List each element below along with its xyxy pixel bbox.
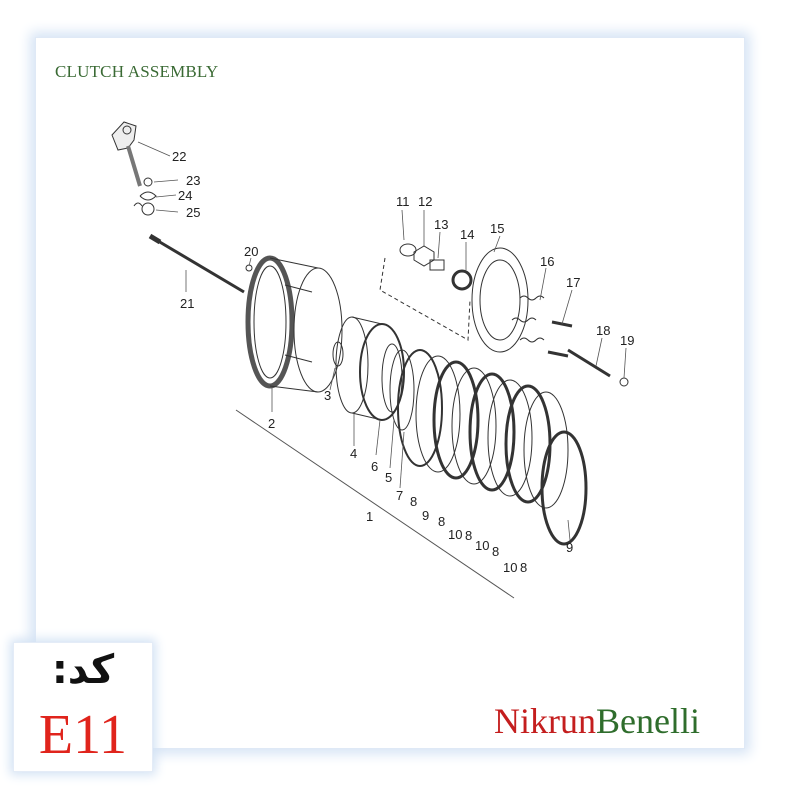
nut-19 [619, 377, 629, 387]
callout-23: 23 [186, 173, 200, 188]
callout-4: 4 [350, 446, 357, 461]
lever-small-parts [133, 177, 157, 216]
assembly-bracket [235, 409, 515, 599]
callout-12: 12 [418, 194, 432, 209]
callout-21: 21 [180, 296, 194, 311]
bolt-18 [567, 348, 611, 378]
nut-12 [413, 245, 435, 267]
ring-5 [389, 349, 415, 431]
callout-repeat-8a: 8 [410, 494, 417, 509]
brand-logo-text: NikrunBenelli [494, 700, 700, 742]
callout-6: 6 [371, 459, 378, 474]
callout-repeat-9b: 9 [566, 540, 573, 555]
callout-2: 2 [268, 416, 275, 431]
callout-19: 19 [620, 333, 634, 348]
callout-3: 3 [324, 388, 331, 403]
callout-labels: 22 23 24 25 21 20 2 3 4 6 5 7 1 11 12 13… [172, 149, 634, 575]
callout-repeat-10c: 10 [503, 560, 517, 575]
bearing-14 [451, 269, 473, 291]
callout-repeat-8e: 8 [520, 560, 527, 575]
code-label: کد: [51, 647, 115, 693]
push-rod [148, 233, 245, 294]
clutch-plate-stack [397, 349, 588, 546]
callout-1: 1 [366, 509, 373, 524]
callout-16: 16 [540, 254, 554, 269]
callout-24: 24 [178, 188, 192, 203]
part-code-box: کد: E11 [14, 643, 152, 771]
callout-repeat-8b: 8 [438, 514, 445, 529]
callout-repeat-10a: 10 [448, 527, 462, 542]
clutch-basket [245, 255, 343, 393]
pressure-plate [379, 247, 529, 353]
brand-part2: Benelli [596, 701, 700, 741]
callout-17: 17 [566, 275, 580, 290]
washer-3 [332, 341, 344, 367]
clutch-hub [335, 316, 405, 421]
callout-14: 14 [460, 227, 474, 242]
callout-repeat-10b: 10 [475, 538, 489, 553]
springs [511, 295, 545, 343]
washer-11 [399, 243, 417, 257]
callout-5: 5 [385, 470, 392, 485]
release-lever [111, 121, 142, 187]
callout-25: 25 [186, 205, 200, 220]
callout-18: 18 [596, 323, 610, 338]
callout-22: 22 [172, 149, 186, 164]
callout-repeat-8d: 8 [492, 544, 499, 559]
callout-repeat-9a: 9 [422, 508, 429, 523]
callout-15: 15 [490, 221, 504, 236]
brand-part1: Nikrun [494, 701, 596, 741]
diagram-title: CLUTCH ASSEMBLY [55, 62, 219, 81]
callout-13: 13 [434, 217, 448, 232]
callout-7: 7 [396, 488, 403, 503]
callout-11: 11 [396, 194, 410, 209]
code-value: E11 [38, 704, 128, 766]
callout-20: 20 [244, 244, 258, 259]
callout-repeat-8c: 8 [465, 528, 472, 543]
collar-13 [429, 259, 445, 271]
